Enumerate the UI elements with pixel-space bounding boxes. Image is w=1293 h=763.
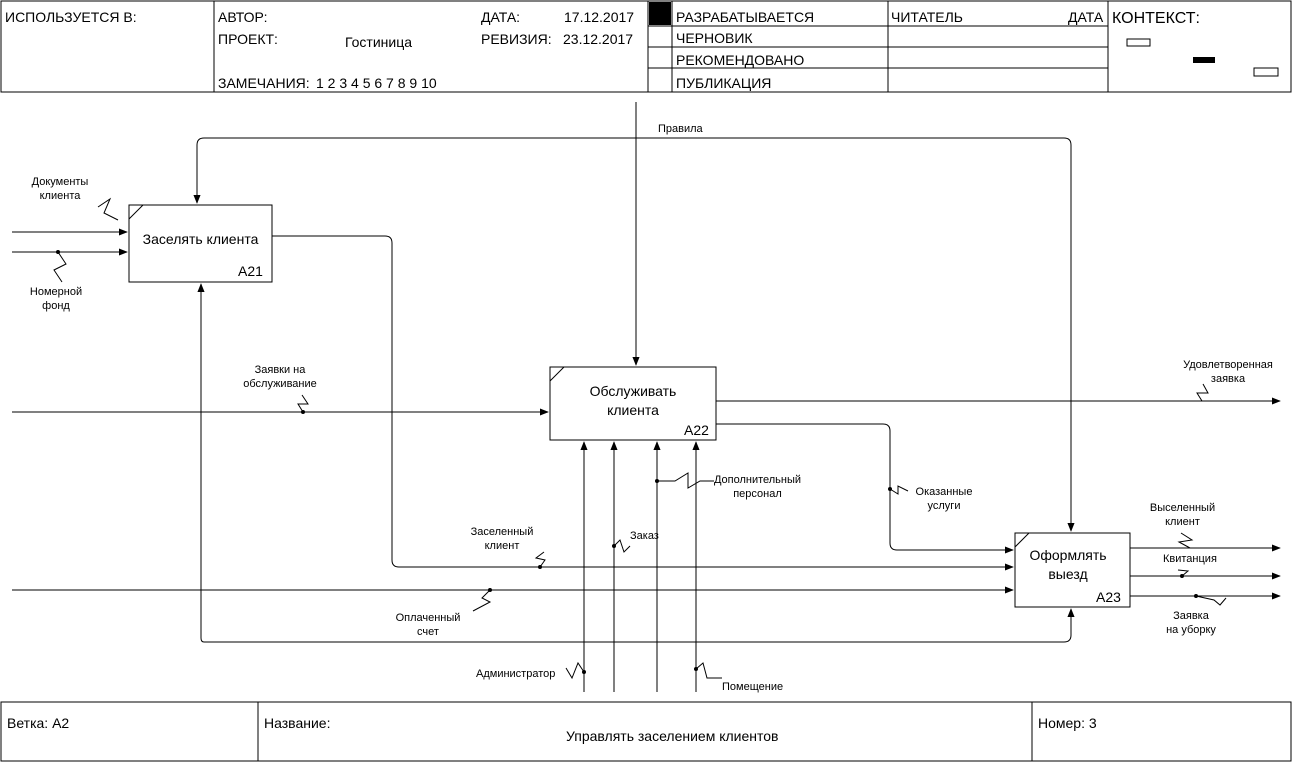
squiggle-cleaning-request (1195, 595, 1227, 606)
squiggle-evicted-client (1177, 532, 1194, 549)
box-a23-label: Оформлять выезд (1029, 547, 1107, 582)
administrator-label: Администратор (476, 668, 556, 680)
settled-client-label: Заселенный клиент (470, 526, 534, 552)
status-draft: ЧЕРНОВИК (676, 30, 753, 46)
squiggle-settled-client (534, 551, 546, 568)
context-thumbnail (1126, 38, 1279, 77)
room-stock-label: Номерной фонд (29, 286, 83, 312)
squiggle-order (613, 539, 631, 553)
header-frame (0, 0, 1292, 93)
squiggle-client-documents (97, 197, 119, 221)
squiggle-premises (695, 662, 722, 679)
date-value: 17.12.2017 (564, 9, 635, 25)
status-marker-filled (649, 2, 671, 25)
status-in-development: РАЗРАБАТЫВАЕТСЯ (676, 9, 815, 25)
activity-box-a21[interactable] (128, 204, 273, 283)
premises-label: Помещение (722, 681, 784, 693)
arrow-rules[interactable] (193, 102, 1075, 532)
branch-label: Ветка: А2 (7, 715, 70, 731)
reader-label: ЧИТАТЕЛЬ (891, 9, 963, 25)
arrow-settled-client[interactable] (272, 235, 1014, 571)
box-a21-label: Заселять клиента (142, 231, 259, 247)
evicted-client-label: Выселенный клиент (1149, 502, 1216, 528)
squiggle-receipt (1177, 569, 1190, 577)
receipt-label: Квитанция (1163, 553, 1217, 565)
rules-label: Правила (658, 123, 703, 135)
notes-label: ЗАМЕЧАНИЯ: (218, 75, 310, 91)
squiggle-administrator (565, 661, 585, 680)
label-anchor-dots (56, 250, 1198, 674)
box-a23-number: А23 (1096, 589, 1121, 605)
cleaning-request-label: Заявка на уборку (1166, 610, 1216, 636)
page-number: Номер: 3 (1038, 715, 1097, 731)
arrow-administrator[interactable] (197, 283, 1075, 692)
used-in-label: ИСПОЛЬЗУЕТСЯ В: (5, 9, 137, 25)
squiggle-paid-bill (472, 589, 492, 612)
reader-date-label: ДАТА (1068, 9, 1104, 25)
service-requests-label: Заявки на обслуживание (243, 364, 317, 390)
client-documents-label: Документы клиента (31, 176, 89, 202)
author-label: АВТОР: (218, 9, 268, 25)
revision-value: 23.12.2017 (563, 31, 634, 47)
box-a22-label: Обслуживать клиента (589, 383, 677, 418)
box-a22-number: А22 (684, 422, 709, 438)
squiggle-room-stock (53, 251, 67, 283)
squiggle-extra-staff (657, 472, 714, 489)
project-label: ПРОЕКТ: (218, 31, 278, 47)
activity-box-a22[interactable] (549, 366, 717, 441)
satisfied-request-label: Удовлетворенная заявка (1183, 359, 1273, 385)
status-recommended: РЕКОМЕНДОВАНО (676, 52, 805, 68)
footer-frame (0, 701, 1292, 762)
paid-bill-label: Оплаченный счет (395, 612, 461, 638)
box-a21-number: А21 (238, 263, 263, 279)
notes-values: 1 2 3 4 5 6 7 8 9 10 (316, 75, 437, 91)
status-publication: ПУБЛИКАЦИЯ (676, 75, 772, 91)
order-label: Заказ (630, 530, 659, 542)
provided-services-label: Оказанные услуги (915, 486, 973, 512)
name-label: Название: (264, 715, 331, 731)
context-label: КОНТЕКСТ: (1112, 10, 1200, 27)
date-label: ДАТА: (481, 9, 521, 25)
squiggle-service-requests (297, 394, 309, 413)
project-value: Гостиница (345, 34, 413, 50)
diagram-name: Управлять заселением клиентов (566, 728, 779, 744)
extra-staff-label: Дополнительный персонал (713, 474, 802, 500)
activity-box-a23[interactable] (1014, 532, 1131, 608)
squiggle-satisfied-request (1196, 383, 1209, 402)
revision-label: РЕВИЗИЯ: (481, 31, 552, 47)
squiggle-provided-services (889, 485, 909, 495)
